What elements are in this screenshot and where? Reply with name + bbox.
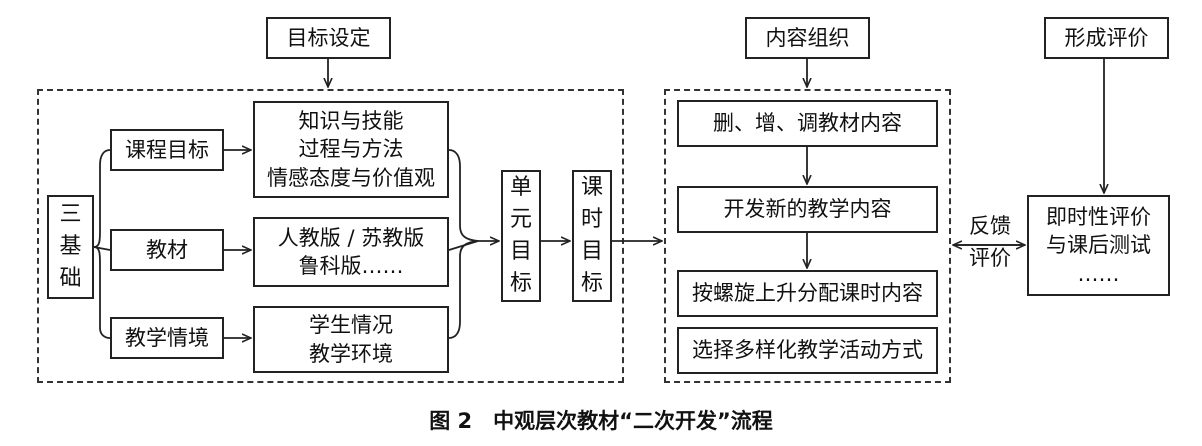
feedback-evaluation-label: 反馈 评价 bbox=[969, 214, 1011, 270]
textbook-box: 教材 bbox=[110, 229, 224, 271]
content-step-2: 开发新的教学内容 bbox=[677, 186, 938, 233]
content-step-3: 按螺旋上升分配课时内容 bbox=[677, 270, 938, 317]
content-step-1: 删、增、调教材内容 bbox=[677, 100, 938, 147]
content-organization-header: 内容组织 bbox=[745, 17, 870, 59]
figure-caption: 图 2 中观层次教材“二次开发”流程 bbox=[429, 409, 773, 433]
content-organization-region bbox=[664, 89, 951, 383]
course-goal-box: 课程目标 bbox=[110, 129, 224, 171]
teaching-context-box: 教学情境 bbox=[110, 317, 224, 359]
course-goal-detail-box: 知识与技能 过程与方法 情感态度与价值观 bbox=[253, 101, 449, 198]
content-step-4: 选择多样化教学活动方式 bbox=[677, 327, 938, 374]
goal-setting-header: 目标设定 bbox=[266, 17, 391, 59]
formative-evaluation-header: 形成评价 bbox=[1044, 17, 1169, 59]
unit-goal-box: 单 元 目 标 bbox=[501, 170, 541, 302]
evaluation-box: 即时性评价 与课后测试 …… bbox=[1027, 195, 1170, 296]
teaching-context-detail-box: 学生情况 教学环境 bbox=[253, 306, 449, 373]
goal-setting-region bbox=[37, 89, 624, 383]
textbook-detail-box: 人教版 / 苏教版 鲁科版…… bbox=[253, 217, 449, 287]
lesson-goal-box: 课 时 目 标 bbox=[572, 170, 612, 302]
three-foundations-box: 三 基 础 bbox=[47, 195, 94, 299]
